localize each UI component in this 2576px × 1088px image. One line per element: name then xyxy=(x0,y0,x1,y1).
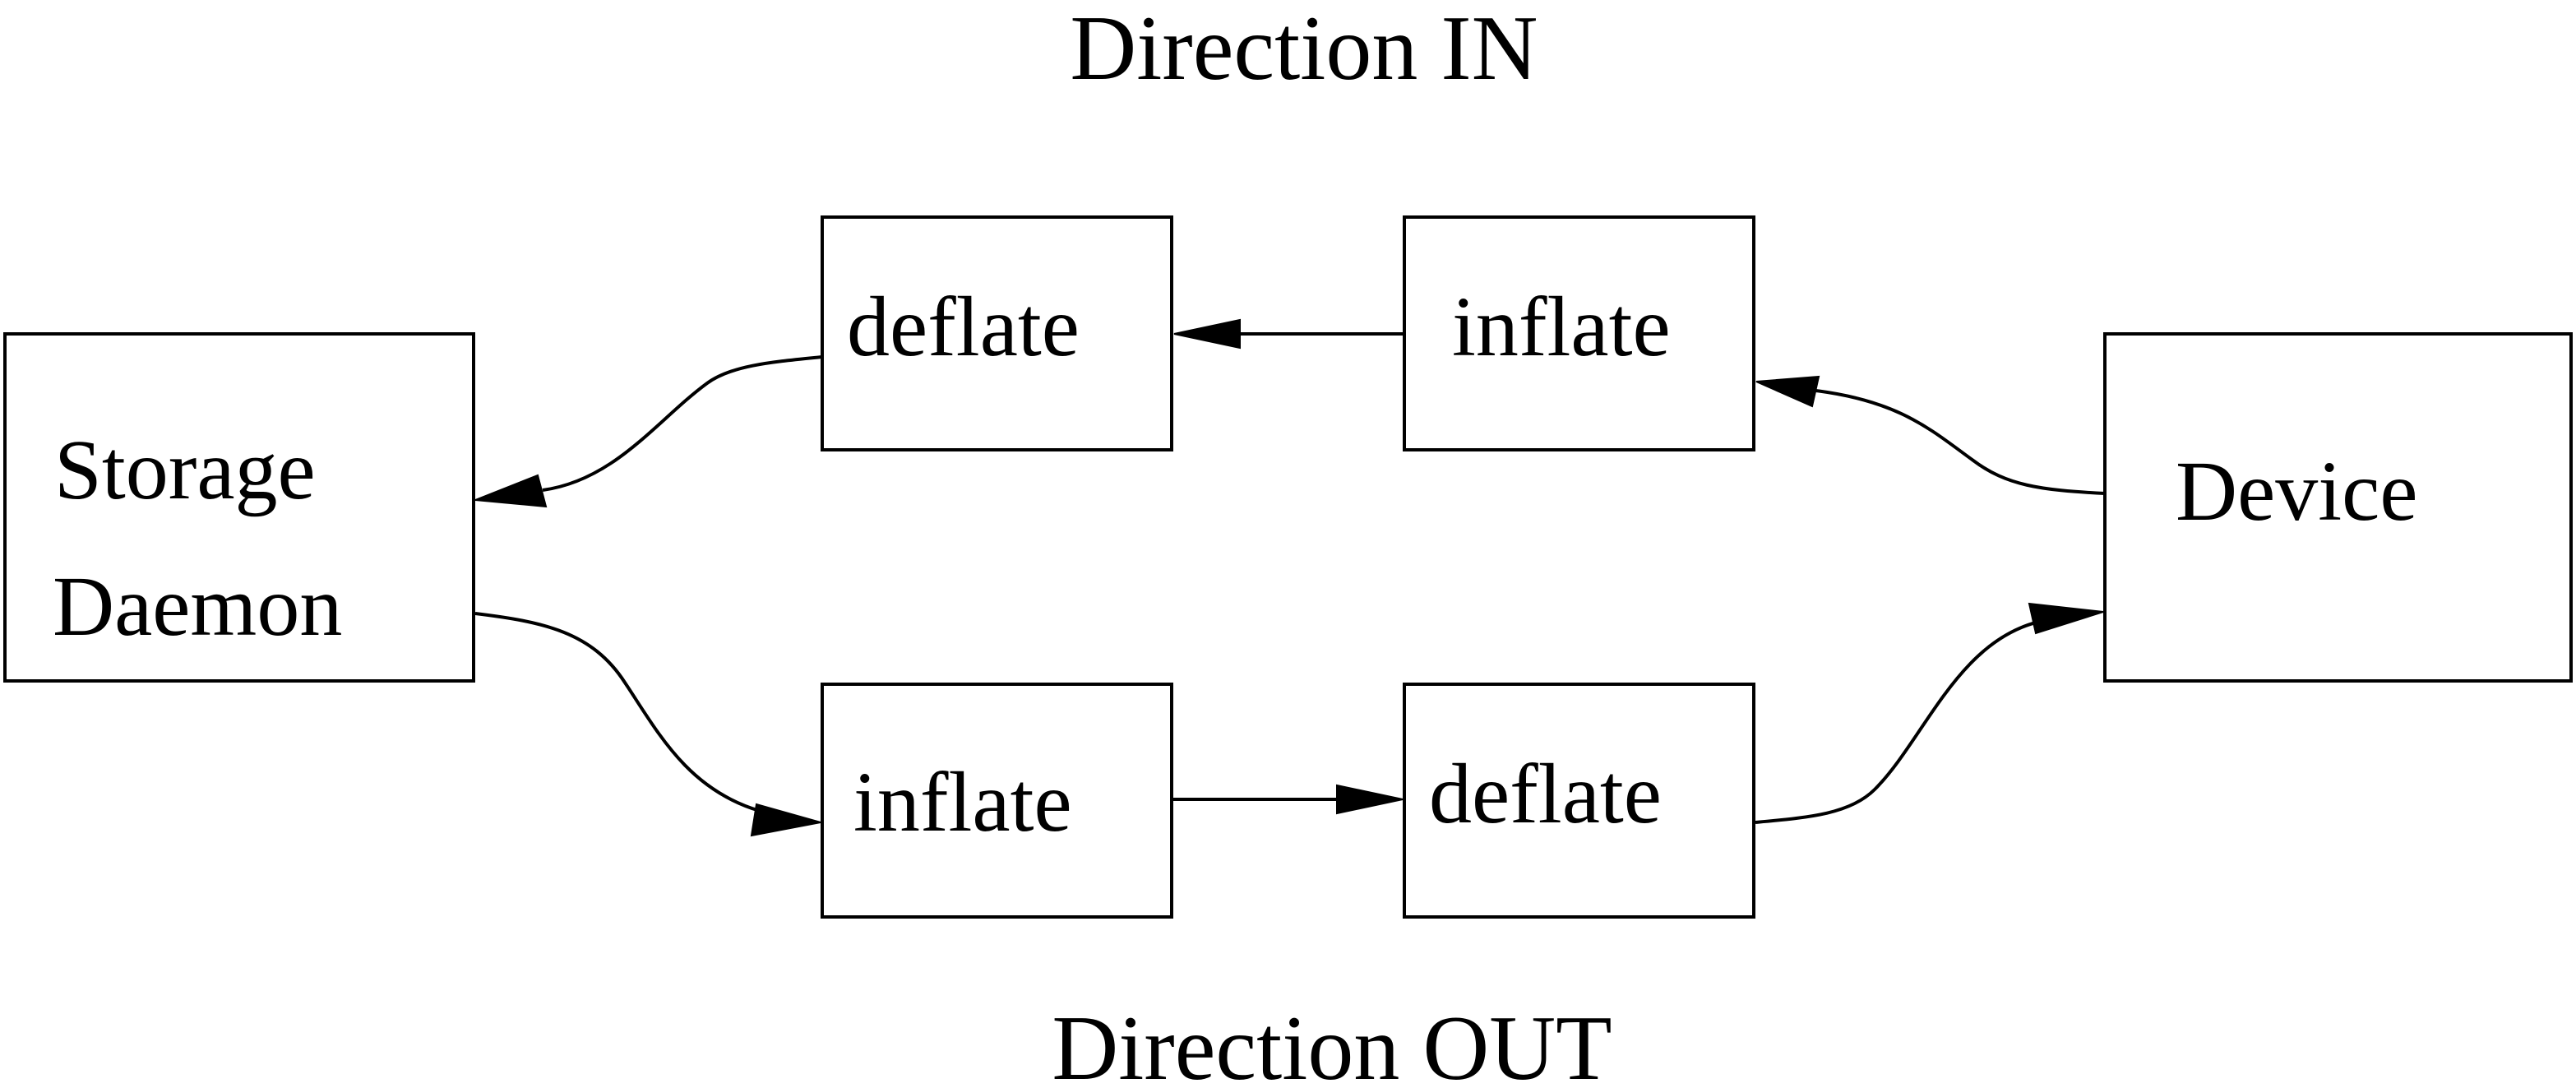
in-deflate-label: deflate xyxy=(847,280,1080,374)
in-deflate-node: deflate xyxy=(821,215,1173,451)
edge-in-deflate-to-storage-arrowhead xyxy=(474,474,548,508)
edge-in-inflate-to-in-deflate xyxy=(1173,318,1404,350)
edge-out-inflate-to-out-deflate xyxy=(1172,784,1404,815)
direction-out-title: Direction OUT xyxy=(1052,998,1612,1088)
in-inflate-label: inflate xyxy=(1452,280,1671,374)
storage-daemon-box xyxy=(3,332,475,683)
device-box xyxy=(2103,332,2573,683)
edge-out-deflate-to-device xyxy=(1755,602,2104,824)
device-label: Device xyxy=(2176,444,2417,539)
edge-storage-to-out-inflate xyxy=(474,612,821,837)
in-inflate-box xyxy=(1403,215,1755,451)
edge-in-deflate-to-storage xyxy=(474,355,823,508)
out-inflate-label: inflate xyxy=(853,755,1072,850)
edge-storage-to-out-inflate-line xyxy=(474,612,761,813)
in-deflate-box xyxy=(821,215,1173,451)
out-deflate-node: deflate xyxy=(1403,683,1755,919)
out-deflate-label: deflate xyxy=(1429,747,1662,841)
out-deflate-box xyxy=(1403,683,1755,919)
in-inflate-node: inflate xyxy=(1403,215,1755,451)
storage-daemon-node: Storage Daemon xyxy=(3,332,475,683)
edge-in-deflate-to-storage-line xyxy=(542,355,823,492)
direction-in-title: Direction IN xyxy=(1070,0,1538,100)
edge-out-deflate-to-device-line xyxy=(1755,620,2040,824)
edge-out-deflate-to-device-arrowhead xyxy=(2028,602,2104,635)
storage-daemon-label-line1: Storage xyxy=(54,423,316,517)
edge-in-inflate-to-in-deflate-arrowhead xyxy=(1173,318,1241,350)
storage-daemon-label-line2: Daemon xyxy=(53,559,342,654)
edge-device-to-in-inflate-arrowhead xyxy=(1755,375,1820,408)
edge-device-to-in-inflate-line xyxy=(1808,388,2106,495)
device-node: Device xyxy=(2103,332,2573,683)
edge-out-inflate-to-out-deflate-arrowhead xyxy=(1336,784,1404,815)
out-inflate-box xyxy=(821,683,1173,919)
edge-storage-to-out-inflate-arrowhead xyxy=(750,803,821,837)
out-inflate-node: inflate xyxy=(821,683,1173,919)
edge-device-to-in-inflate xyxy=(1755,375,2106,495)
